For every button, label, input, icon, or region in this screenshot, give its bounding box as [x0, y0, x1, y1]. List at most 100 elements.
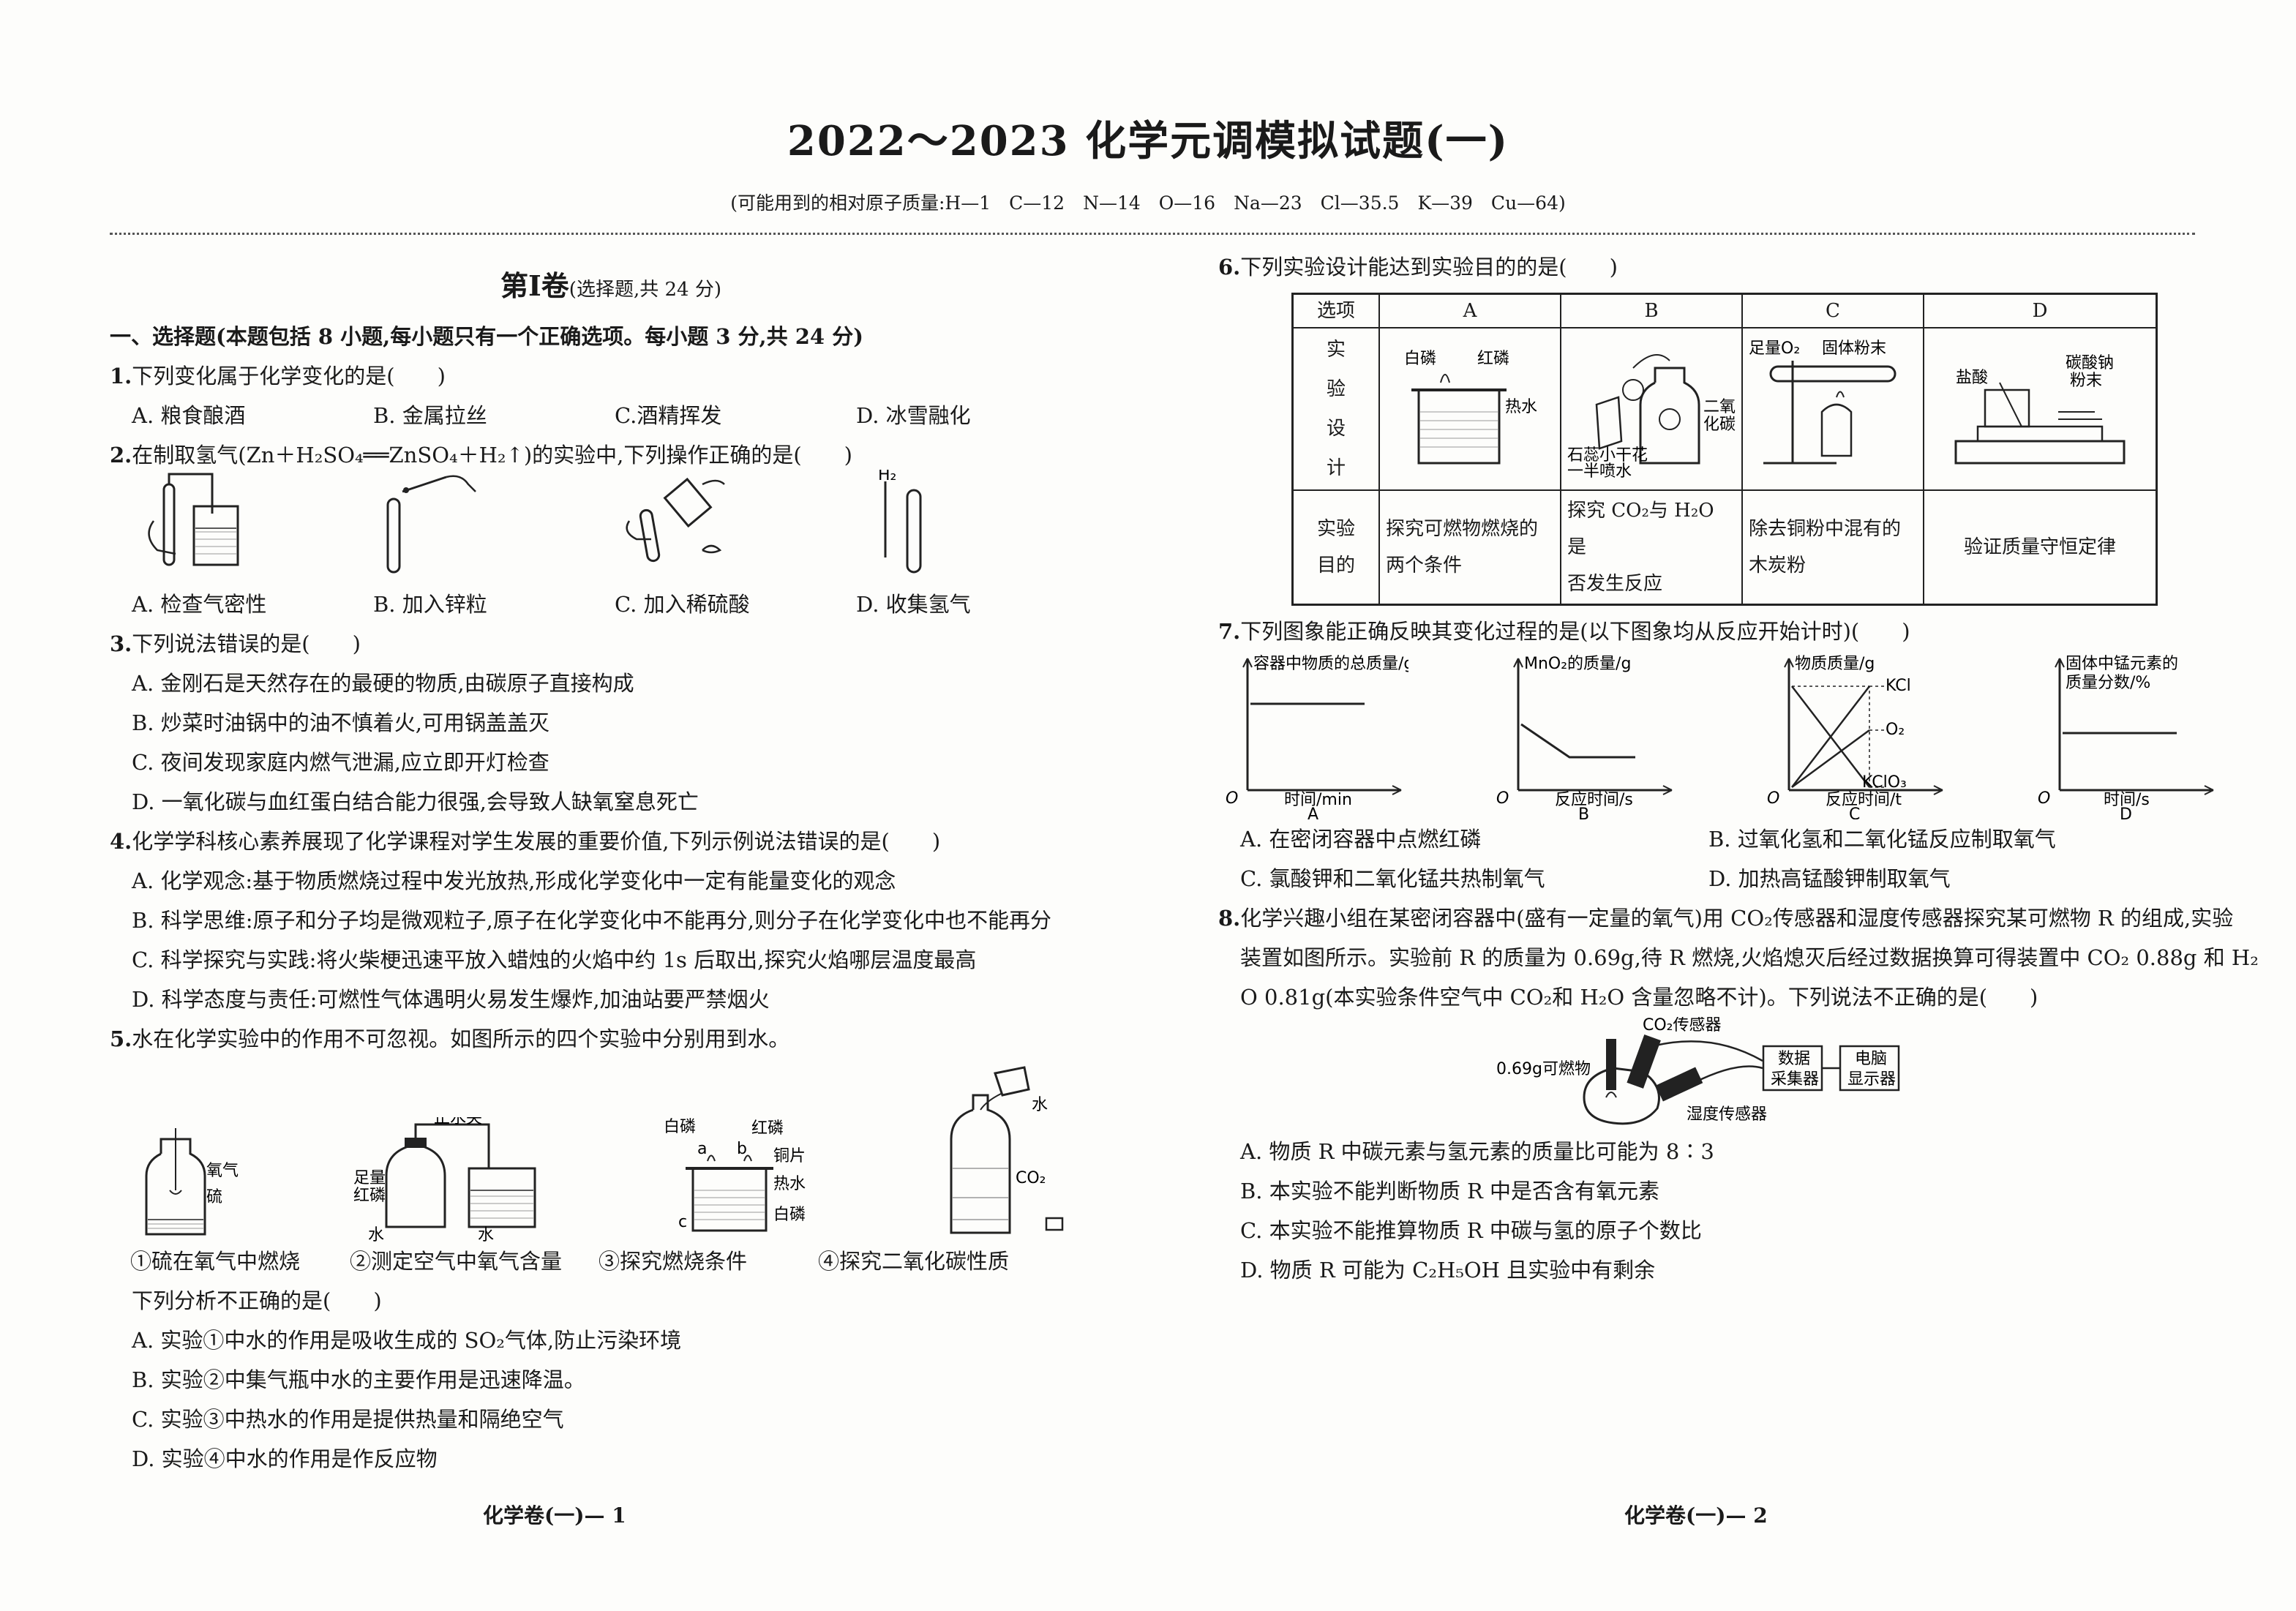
- graph-a: 容器中物质的总质量/g O 时间/min A: [1226, 655, 1408, 819]
- q8-option-a: A. 物质 R 中碳元素与氢元素的质量比可能为 8∶3: [1240, 1139, 1714, 1164]
- svg-text:足量O₂: 足量O₂: [1749, 339, 1800, 358]
- q8-option-c: C. 本实验不能推算物质 R 中碳与氢的原子个数比: [1240, 1218, 1702, 1243]
- q4-option-c: C. 科学探究与实践:将火柴梗迅速平放入蜡烛的火焰中约 1s 后取出,探究火焰哪…: [132, 947, 977, 972]
- svg-text:质量分数/%: 质量分数/%: [2066, 674, 2150, 692]
- q7-option-c: C. 氯酸钾和二氧化锰共热制氧气: [1240, 866, 1545, 891]
- svg-text:足量: 足量: [353, 1169, 386, 1187]
- q6-table: 选项 A B C D 实验设计 白磷 红磷 热水: [1291, 293, 2158, 606]
- q1-option-b: B. 金属拉丝: [373, 403, 487, 428]
- svg-text:红磷: 红磷: [751, 1119, 784, 1138]
- svg-text:O: O: [1496, 789, 1509, 808]
- svg-text:碳酸钠: 碳酸钠: [2066, 354, 2114, 372]
- svg-text:止水夹: 止水夹: [434, 1117, 482, 1127]
- q5-option-a: A. 实验①中水的作用是吸收生成的 SO₂气体,防止污染环境: [132, 1328, 682, 1353]
- add-acid-figure: [626, 477, 725, 563]
- svg-text:O: O: [1767, 789, 1779, 808]
- svg-text:采集器: 采集器: [1771, 1070, 1819, 1089]
- svg-text:时间/min: 时间/min: [1284, 791, 1352, 809]
- part1-heading: 第Ⅰ卷(选择题,共 24 分): [500, 269, 721, 302]
- svg-text:水: 水: [478, 1226, 494, 1242]
- q6-row-purpose-label: 实验目的: [1291, 489, 1380, 606]
- svg-text:MnO₂的质量/g: MnO₂的质量/g: [1524, 655, 1631, 673]
- q5-caption-1: ①硫在氧气中燃烧: [130, 1249, 301, 1274]
- q5-sub-stem: 下列分析不正确的是( ): [132, 1288, 382, 1313]
- exam-title: 2022～2023 化学元调模拟试题(一): [787, 117, 1509, 165]
- q2-figures: H₂: [110, 466, 1112, 585]
- svg-text:A: A: [1308, 806, 1318, 819]
- svg-text:水: 水: [368, 1226, 384, 1242]
- q8-apparatus-figure: CO₂传感器 0.69g可燃物 数据 采集器 电脑 显示器 湿度传感器: [1218, 1016, 2228, 1132]
- q4-option-b: B. 科学思维:原子和分子均是微观粒子,原子在化学变化中不能再分,则分子在化学变…: [132, 908, 1051, 933]
- q6-header-b: B: [1560, 293, 1743, 328]
- q6-figure-c: 足量O₂ 固体粉末: [1749, 339, 1897, 465]
- svg-text:b: b: [737, 1140, 747, 1158]
- q2-option-a: A. 检查气密性: [132, 592, 267, 617]
- svg-text:红磷: 红磷: [1477, 350, 1509, 368]
- q7-option-a: A. 在密闭容器中点燃红磷: [1240, 827, 1482, 852]
- q4-option-a: A. 化学观念:基于物质燃烧过程中发光放热,形成化学变化中一定有能量变化的观念: [132, 868, 896, 893]
- svg-text:铜片: 铜片: [773, 1147, 806, 1165]
- svg-text:C: C: [1849, 806, 1860, 819]
- svg-text:硫: 硫: [206, 1188, 222, 1206]
- q2-option-c: C. 加入稀硫酸: [615, 592, 750, 617]
- q8-option-d: D. 物质 R 可能为 C₂H₅OH 且实验中有剩余: [1240, 1258, 1656, 1283]
- question-1: 1.下列变化属于化学变化的是( ) A. 粮食酿酒 B. 金属拉丝 C.酒精挥发…: [110, 356, 1112, 435]
- q6-header-option: 选项: [1291, 293, 1380, 328]
- q6-figure-d: 盐酸 碳酸钠 粉末: [1954, 354, 2126, 465]
- section-heading: 一、选择题(本题包括 8 小题,每小题只有一个正确选项。每小题 3 分,共 24…: [110, 324, 863, 349]
- q5-option-b: B. 实验②中集气瓶中水的主要作用是迅速降温。: [132, 1367, 585, 1392]
- svg-text:热水: 热水: [773, 1175, 806, 1193]
- q6-purpose-a: 探究可燃物燃烧的两个条件: [1378, 489, 1561, 606]
- h2-label: H₂: [878, 470, 896, 484]
- question-3: 3.下列说法错误的是( ) A. 金刚石是天然存在的最硬的物质,由碳原子直接构成…: [110, 624, 1112, 822]
- footer-page-2: 化学卷(一)— 2: [1624, 1503, 1768, 1528]
- q1-option-a: A. 粮食酿酒: [132, 403, 246, 428]
- q6-header-c: C: [1741, 293, 1924, 328]
- q5-caption-2: ②测定空气中氧气含量: [350, 1249, 563, 1274]
- svg-text:白磷: 白磷: [773, 1206, 806, 1224]
- question-8: 8.化学兴趣小组在某密闭容器中(盛有一定量的氧气)用 CO₂传感器和湿度传感器探…: [1218, 898, 2259, 1290]
- question-6: 6.下列实验设计能达到实验目的的是( ) 选项 A B C D 实验设计 白磷: [1218, 247, 2228, 606]
- q4-option-d: D. 科学态度与责任:可燃性气体遇明火易发生爆炸,加油站要严禁烟火: [132, 987, 770, 1012]
- svg-text:红磷: 红磷: [353, 1187, 386, 1205]
- q6-purpose-c: 除去铜粉中混有的木炭粉: [1741, 489, 1924, 606]
- sulfur-burning-figure: 氧气 硫: [145, 1128, 239, 1236]
- q5-option-d: D. 实验④中水的作用是作反应物: [132, 1446, 438, 1471]
- svg-text:KClO₃: KClO₃: [1862, 773, 1907, 792]
- footer-page-1: 化学卷(一)— 1: [483, 1503, 626, 1528]
- atomic-masses: (可能用到的相对原子质量:H—1 C—12 N—14 O—16 Na—23 Cl…: [730, 192, 1566, 214]
- svg-text:湿度传感器: 湿度传感器: [1687, 1105, 1767, 1124]
- q7-option-d: D. 加热高锰酸钾制取氧气: [1708, 866, 1951, 891]
- graph-b: MnO₂的质量/g O 反应时间/s B: [1496, 655, 1673, 819]
- svg-text:B: B: [1578, 806, 1589, 819]
- question-7: 7.下列图象能正确反映其变化过程的是(以下图象均从反应开始计时)( ) 容器中物…: [1218, 612, 2228, 898]
- svg-text:KCl: KCl: [1886, 677, 1911, 695]
- q6-purpose-d: 验证质量守恒定律: [1923, 489, 2158, 606]
- q3-option-d: D. 一氧化碳与血红蛋白结合能力很强,会导致人缺氧窒息死亡: [132, 789, 699, 814]
- left-column: 第Ⅰ卷(选择题,共 24 分) 一、选择题(本题包括 8 小题,每小题只有一个正…: [110, 249, 1112, 1479]
- svg-text:一半喷水: 一半喷水: [1567, 462, 1632, 478]
- q2-option-b: B. 加入锌粒: [373, 592, 487, 617]
- svg-text:石蕊小干花: 石蕊小干花: [1567, 446, 1648, 465]
- q6-header-a: A: [1378, 293, 1561, 328]
- svg-text:CO₂: CO₂: [1016, 1169, 1046, 1187]
- co2-properties-figure: 水 CO₂: [950, 1066, 1064, 1234]
- svg-text:白磷: 白磷: [664, 1118, 696, 1136]
- q5-caption-3: ③探究燃烧条件: [599, 1249, 748, 1274]
- right-column: 6.下列实验设计能达到实验目的的是( ) 选项 A B C D 实验设计 白磷: [1218, 247, 2259, 1290]
- q1-option-c: C.酒精挥发: [615, 403, 722, 428]
- svg-text:水: 水: [1032, 1096, 1048, 1114]
- q5-figures: 氧气 硫 止水夹 足量 红磷 水 水 白磷: [110, 1059, 1112, 1242]
- svg-text:CO₂传感器: CO₂传感器: [1643, 1017, 1722, 1034]
- svg-text:物质质量/g: 物质质量/g: [1795, 655, 1875, 673]
- svg-text:盐酸: 盐酸: [1956, 369, 1988, 387]
- svg-text:化碳: 化碳: [1703, 416, 1736, 434]
- svg-text:容器中物质的总质量/g: 容器中物质的总质量/g: [1253, 655, 1408, 673]
- graph-c: 物质质量/g KCl O₂ KClO₃ O 反应时间/t C: [1767, 655, 1943, 819]
- svg-text:显示器: 显示器: [1847, 1070, 1896, 1089]
- combustion-conditions-figure: 白磷 红磷 a b 铜片 热水 c 白磷: [664, 1118, 806, 1232]
- svg-text:反应时间/s: 反应时间/s: [1555, 791, 1633, 809]
- svg-text:热水: 热水: [1505, 398, 1537, 416]
- dotted-divider: [110, 233, 2195, 235]
- q7-option-b: B. 过氧化氢和二氧化锰反应制取氧气: [1708, 827, 2056, 852]
